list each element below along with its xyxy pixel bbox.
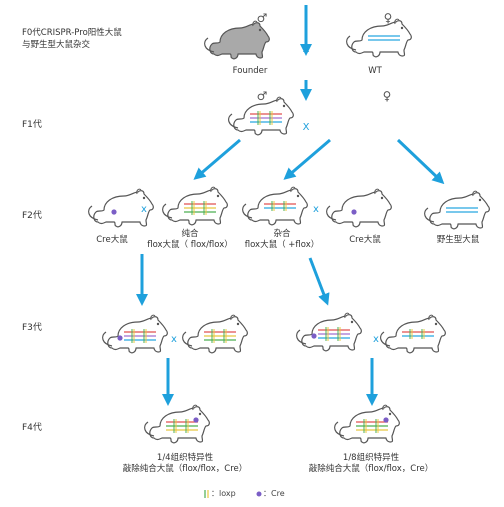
legend-cre: ：Cre xyxy=(255,488,285,499)
label-hetero-2: flox大鼠（ +flox） xyxy=(244,240,320,250)
label-homo-2: flox大鼠（ flox/flox） xyxy=(147,240,233,250)
legend-loxp-label: ：loxp xyxy=(211,489,236,498)
label-homo-1: 纯合 xyxy=(181,229,199,239)
cross-f3-right: x xyxy=(373,334,379,345)
header-line-1: F0代CRISPR-Pro阳性大鼠 xyxy=(22,28,122,38)
legend-loxp: ：loxp xyxy=(203,488,236,499)
rat-f3-a xyxy=(102,314,168,354)
male-symbol-f1: ♂ xyxy=(257,89,268,103)
rat-f2-cre xyxy=(88,188,154,228)
label-wt: WT xyxy=(368,66,382,76)
label-f4-right-2: 敲除纯合大鼠（flox/flox，Cre） xyxy=(308,464,434,474)
female-symbol-wt: ♀ xyxy=(384,11,393,25)
rat-f4-left xyxy=(144,404,210,444)
cross-f1: X xyxy=(303,122,310,133)
loxp-marker-icon xyxy=(204,489,209,498)
rat-f2-homo xyxy=(162,186,228,226)
generation-label-f4: F4代 xyxy=(22,423,42,433)
cross-f2-right: x xyxy=(313,204,319,215)
generation-label-f1: F1代 xyxy=(22,120,42,130)
cross-f0: X xyxy=(303,44,310,55)
generation-label-f2: F2代 xyxy=(22,211,42,221)
rat-f2-wild xyxy=(424,190,490,230)
label-cre-rat: Cre大鼠 xyxy=(96,235,128,245)
rat-f3-c xyxy=(296,312,362,352)
cross-f3-left: x xyxy=(171,334,177,345)
rat-founder xyxy=(204,20,270,60)
rat-f1 xyxy=(228,96,294,136)
rat-f2-cre-2 xyxy=(326,188,392,228)
label-cre-rat-2: Cre大鼠 xyxy=(349,235,381,245)
header-line-2: 与野生型大鼠杂交 xyxy=(22,40,91,50)
rat-f3-b xyxy=(182,314,248,354)
label-hetero-1: 杂合 xyxy=(273,229,291,239)
label-founder: Founder xyxy=(232,66,268,76)
label-wild-rat: 野生型大鼠 xyxy=(436,235,480,245)
rat-f4-right xyxy=(334,404,400,444)
label-f4-left-1: 1/4组织特异性 xyxy=(156,453,214,463)
generation-label-f3: F3代 xyxy=(22,323,42,333)
cre-dot-icon xyxy=(256,491,262,496)
cross-f2-left: x xyxy=(141,204,147,215)
legend-cre-label: ：Cre xyxy=(263,489,285,498)
label-f4-right-1: 1/8组织特异性 xyxy=(342,453,400,463)
label-f4-left-2: 敲除纯合大鼠（flox/flox，Cre） xyxy=(122,464,248,474)
arrow-f1-to-f2-right xyxy=(396,138,445,185)
arrow-f1-to-f2-mid xyxy=(283,138,331,180)
arrow-f2-to-f3-right xyxy=(308,257,330,306)
rat-f3-d xyxy=(380,314,446,354)
rat-wt xyxy=(346,18,412,58)
female-symbol-f1: ♀ xyxy=(383,89,392,103)
arrow-f1-to-f2-left xyxy=(193,138,241,180)
rat-f2-hetero xyxy=(242,186,308,226)
male-symbol-founder: ♂ xyxy=(257,11,268,25)
